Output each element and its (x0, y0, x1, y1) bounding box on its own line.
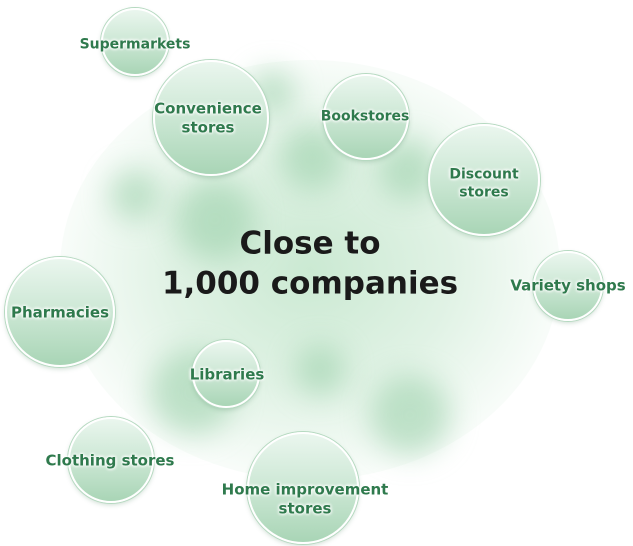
label-discount-stores: Discount stores (449, 167, 518, 202)
decorative-blur-circle (175, 180, 255, 260)
label-clothing-text: Clothing stores (45, 451, 175, 470)
label-convenience-line1: Convenience (154, 99, 262, 118)
label-home-improvement-line2: stores (278, 499, 332, 517)
label-discount-line1: Discount (449, 166, 519, 183)
label-home-improvement-line1: Home improvement (221, 480, 389, 499)
bubble-discount-stores (428, 124, 540, 236)
label-bookstores: Bookstores (321, 108, 410, 126)
decorative-blur-circle (295, 345, 345, 395)
label-libraries: Libraries (190, 366, 265, 385)
bubble-clothing-stores (68, 417, 154, 503)
label-supermarkets-text: Supermarkets (79, 36, 191, 53)
label-pharmacies-text: Pharmacies (10, 303, 110, 322)
bubble-home-improvement-stores (247, 432, 359, 544)
label-supermarkets: Supermarkets (80, 36, 191, 54)
label-bookstores-text: Bookstores (320, 108, 410, 125)
label-variety-text: Variety shops (510, 276, 626, 295)
bubble-supermarkets (101, 8, 169, 76)
label-variety-shops: Variety shops (510, 277, 625, 296)
label-libraries-text: Libraries (189, 365, 265, 384)
label-convenience-stores: Convenience stores (154, 99, 262, 137)
label-discount-line2: stores (459, 184, 509, 200)
bubble-libraries (192, 340, 260, 408)
label-pharmacies: Pharmacies (11, 304, 109, 323)
label-home-improvement-stores: Home improvement stores (222, 480, 389, 518)
label-convenience-line2: stores (181, 118, 235, 136)
decorative-blur-circle (110, 170, 160, 220)
bubble-convenience-stores (153, 60, 269, 176)
bubble-pharmacies (5, 257, 115, 367)
center-title: Close to 1,000 companies (162, 224, 458, 305)
bubble-bookstores (323, 74, 409, 160)
center-title-line2: 1,000 companies (161, 266, 459, 302)
label-clothing-stores: Clothing stores (46, 452, 175, 471)
center-title-line1: Close to (239, 225, 381, 262)
decorative-blur-circle (370, 375, 450, 455)
bubble-variety-shops (533, 251, 603, 321)
